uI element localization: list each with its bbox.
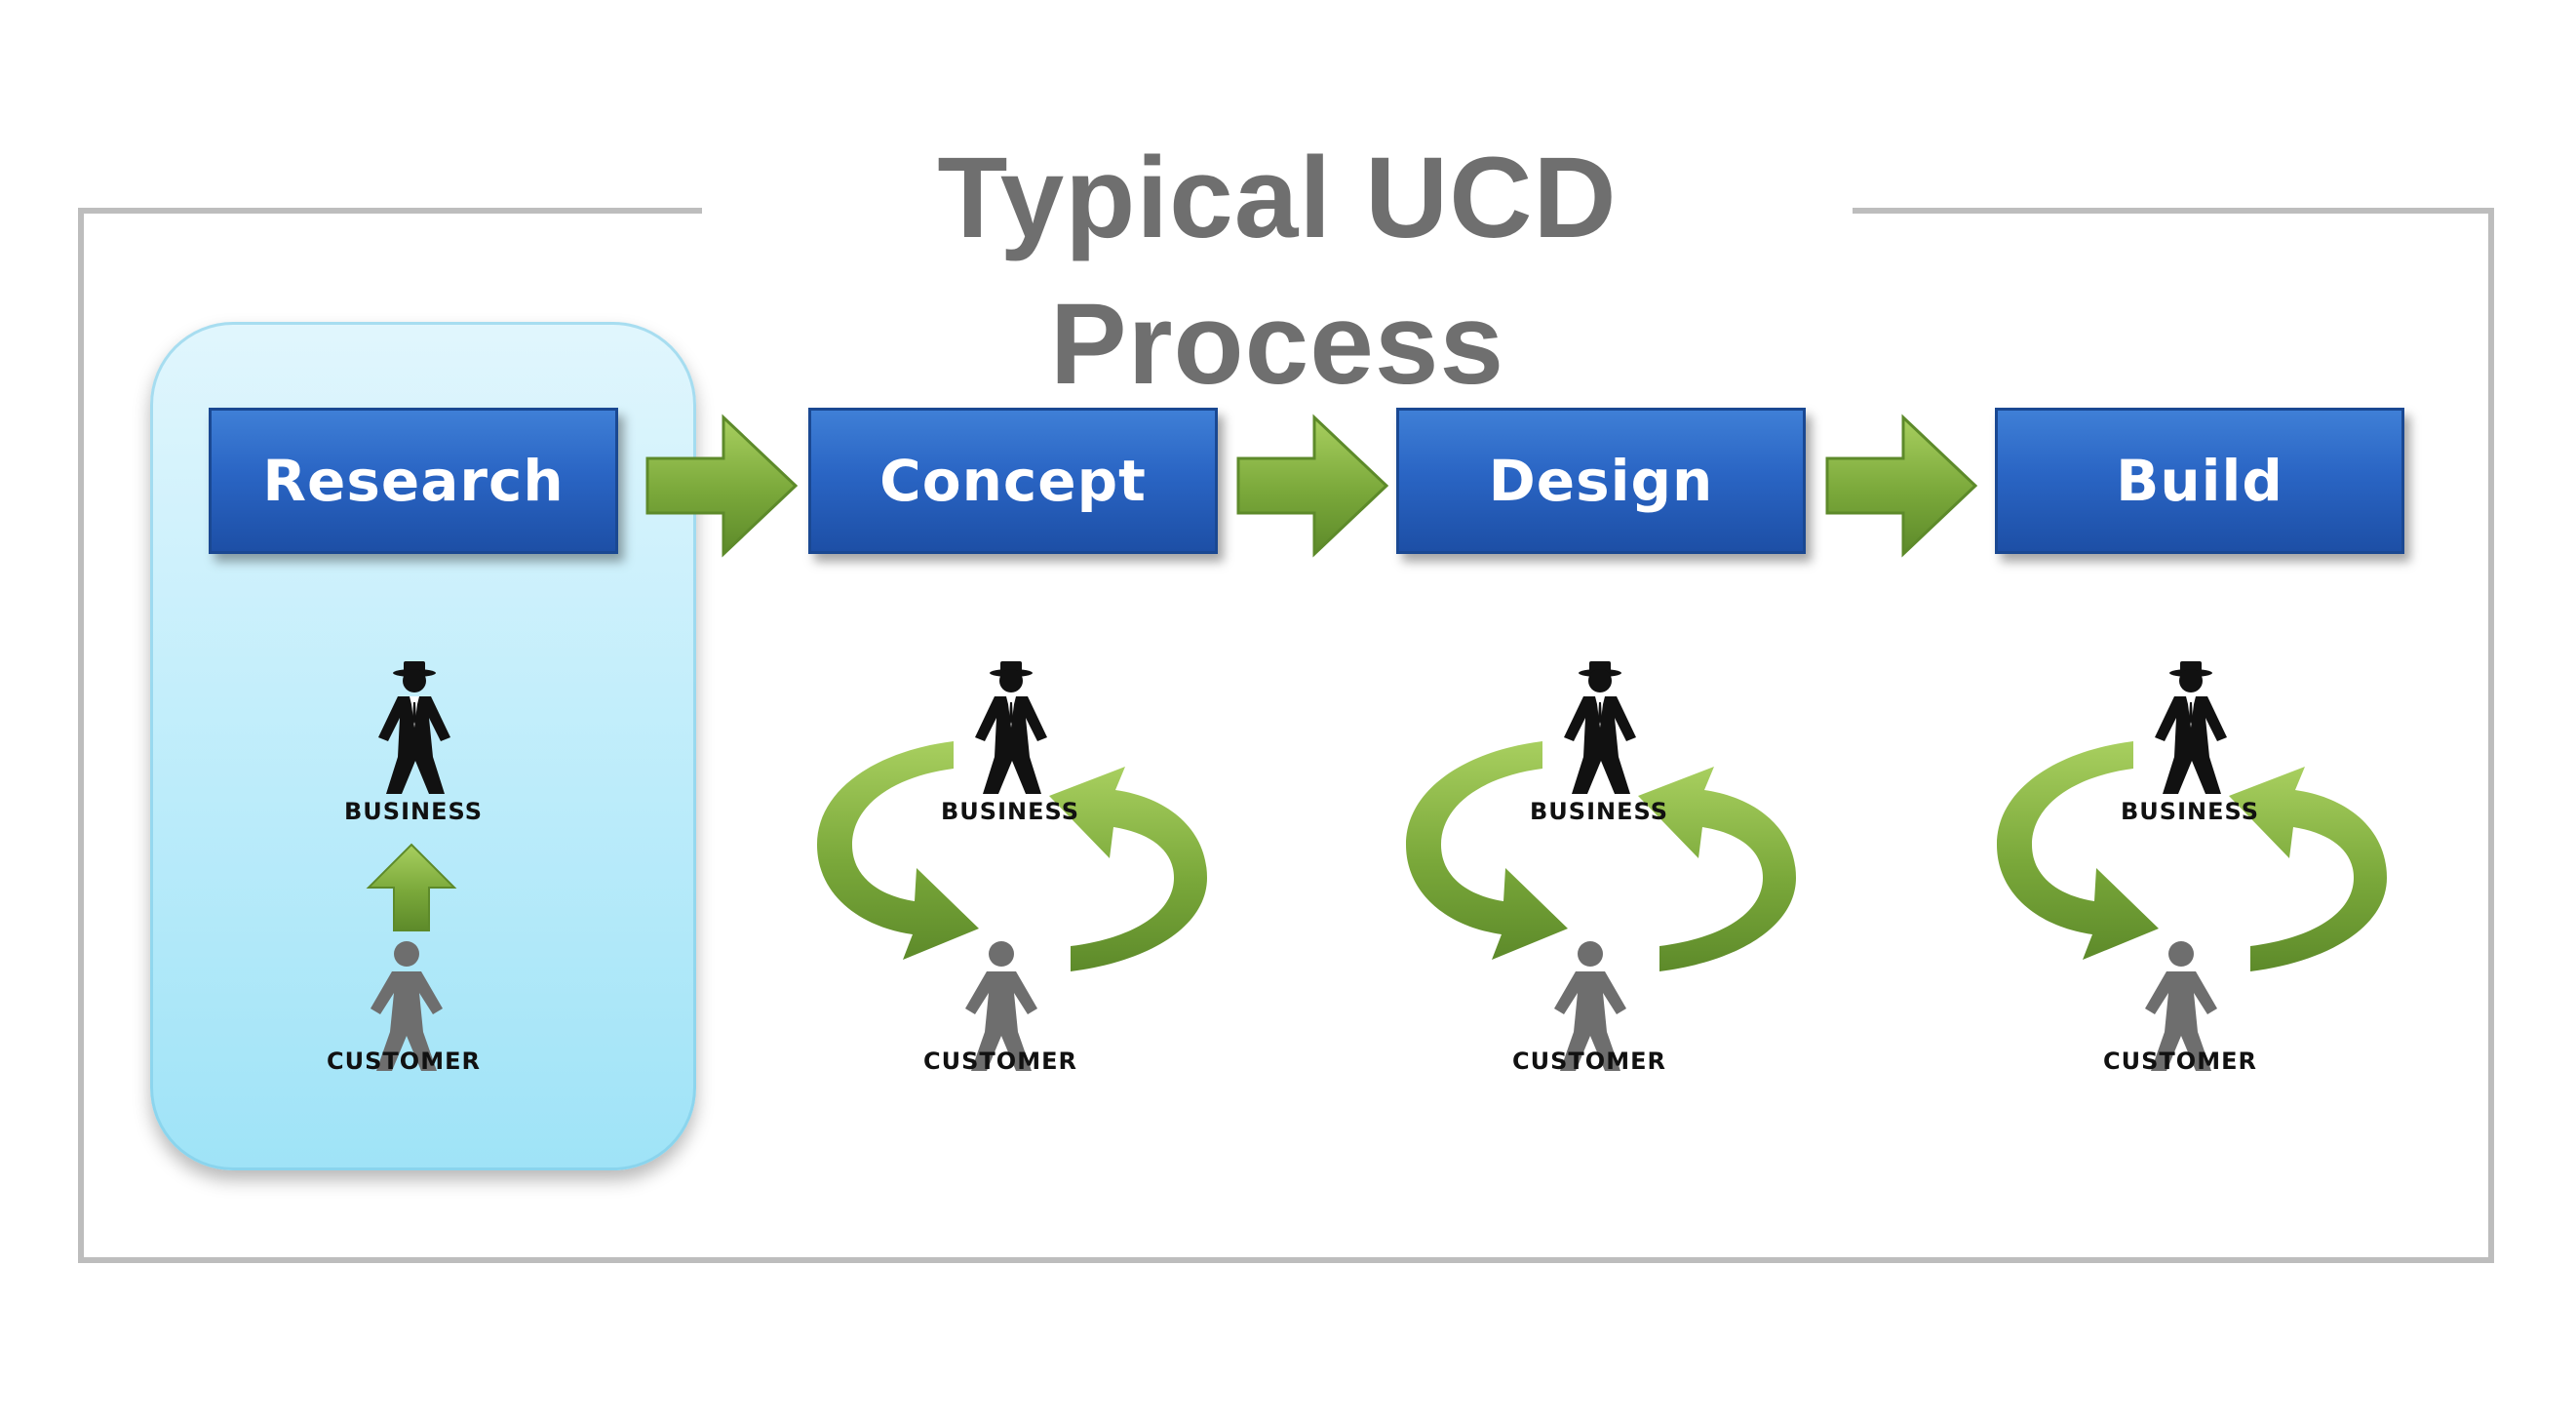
businessman-icon [1546, 659, 1654, 796]
businessman-icon [2137, 659, 2244, 796]
customer-label: CUSTOMER [923, 1048, 1077, 1075]
business-label: BUSINESS [1530, 798, 1668, 825]
stage-research: Research [209, 408, 618, 554]
stage-build: Build [1995, 408, 2404, 554]
business-label: BUSINESS [2121, 798, 2259, 825]
business-label: BUSINESS [344, 798, 483, 825]
up-arrow-icon [365, 841, 458, 934]
businessman-icon [957, 659, 1065, 796]
right-arrow-icon [1234, 408, 1390, 564]
businessman-icon [361, 659, 468, 796]
customer-label: CUSTOMER [1512, 1048, 1666, 1075]
customer-label: CUSTOMER [2103, 1048, 2257, 1075]
business-label: BUSINESS [941, 798, 1079, 825]
right-arrow-icon [1823, 408, 1979, 564]
stage-concept: Concept [808, 408, 1218, 554]
right-arrow-icon [644, 408, 800, 564]
customer-label: CUSTOMER [327, 1048, 481, 1075]
diagram-title: Typical UCD Process [702, 125, 1853, 409]
stage-design: Design [1396, 408, 1806, 554]
